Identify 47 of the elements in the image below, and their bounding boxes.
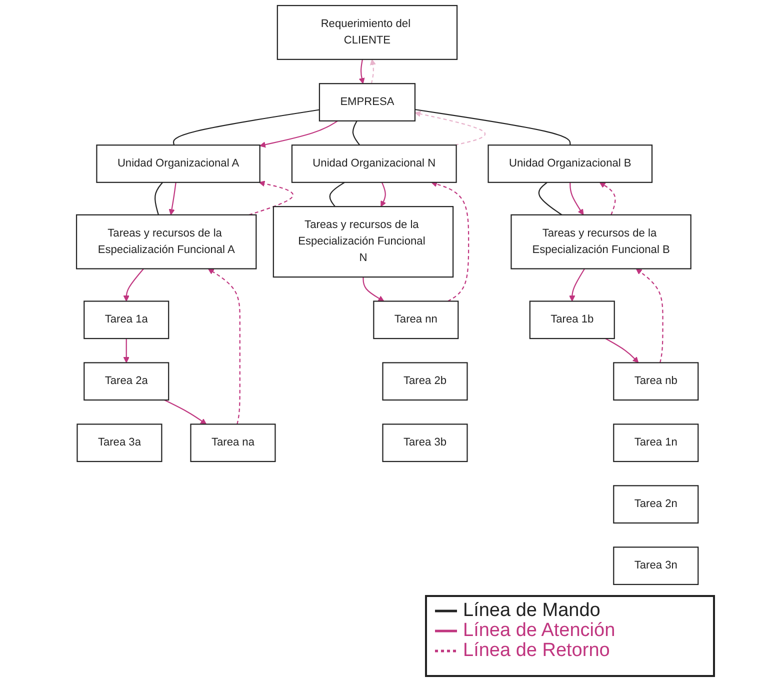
arrow — [168, 182, 176, 216]
arrow — [164, 400, 206, 424]
connector — [414, 108, 570, 146]
node-box: Tarea 1a — [83, 300, 169, 340]
arrow — [358, 59, 364, 84]
arrow — [414, 110, 486, 146]
arrow — [123, 268, 144, 302]
arrow — [604, 338, 638, 363]
arrow — [370, 59, 376, 84]
arrow — [362, 277, 384, 302]
legend-label: Línea de Mando — [463, 601, 600, 621]
arrow — [123, 338, 130, 363]
connector — [154, 182, 163, 216]
legend-label: Línea de Retorno — [463, 641, 610, 661]
node-box: Tareas y recursos de la Especialización Funcional A — [76, 214, 256, 270]
arrow — [636, 268, 664, 363]
arrow — [599, 182, 616, 216]
arrow — [208, 268, 240, 424]
connector — [172, 109, 320, 146]
node-box: Tarea 2n — [612, 485, 698, 524]
node-box: Unidad Organizacional B — [487, 144, 652, 183]
legend-label: Línea de Atención — [463, 621, 616, 641]
node-box: Tarea 3a — [76, 424, 162, 462]
node-box: Tarea 2b — [382, 362, 468, 401]
node-box: Tarea nn — [372, 300, 458, 340]
node-box: Unidad Organizacional N — [291, 144, 457, 183]
node-box: Tareas y recursos de la Especialización Funcional B — [510, 214, 692, 270]
node-box: Tarea na — [190, 424, 276, 462]
node-box: Tarea 2a — [83, 362, 169, 401]
node-box: Tarea nb — [612, 362, 698, 401]
node-box: Tarea 3b — [382, 424, 468, 462]
node-box: EMPRESA — [318, 83, 416, 122]
node-box: Requerimiento del CLIENTE — [276, 4, 458, 60]
connector — [352, 120, 360, 146]
arrow — [380, 182, 386, 207]
node-box: Tarea 3n — [612, 546, 698, 586]
node-box: Tareas y recursos de la Especialización Funcional N — [272, 206, 454, 278]
node-box: Tarea 1b — [529, 300, 615, 340]
node-box: Unidad Organizacional A — [96, 144, 260, 183]
arrow — [568, 268, 585, 302]
arrow — [248, 180, 294, 216]
connector — [538, 182, 562, 216]
arrow — [259, 120, 338, 148]
arrow — [569, 182, 584, 216]
connector — [328, 182, 345, 207]
node-box: Tarea 1n — [612, 424, 698, 462]
arrow — [430, 181, 469, 302]
